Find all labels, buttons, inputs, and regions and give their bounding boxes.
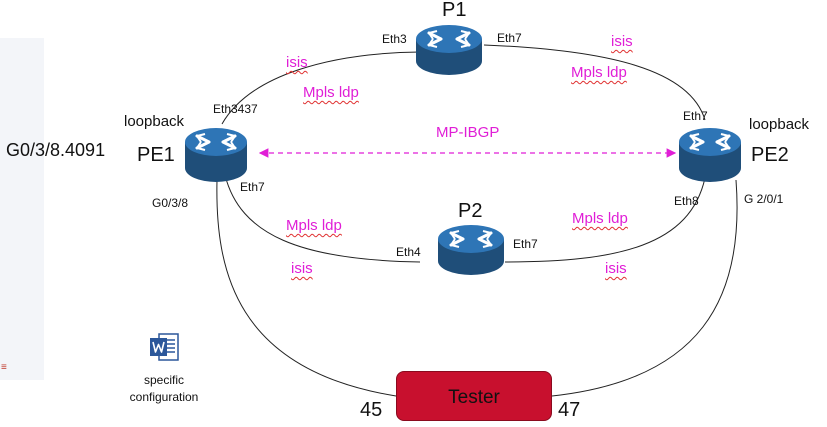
p2-pe2-ldp-label: Mpls ldp: [572, 210, 628, 227]
pe2-port-eth7: Eth7: [683, 109, 708, 123]
tester-label: Tester: [448, 387, 500, 408]
tester-box: Tester: [396, 371, 552, 421]
pe1-name: PE1: [137, 144, 175, 166]
p2-pe2-isis-label: isis: [605, 260, 627, 277]
p2-port-eth7: Eth7: [513, 237, 538, 251]
p2-port-eth4: Eth4: [396, 245, 421, 259]
p1-name: P1: [442, 0, 467, 21]
panel-mark: ≡: [1, 362, 7, 373]
p1-port-eth3: Eth3: [382, 32, 407, 46]
p2-name: P2: [458, 200, 483, 222]
pe1-p1-isis-label: isis: [286, 54, 308, 71]
link-pe1-p1: [221, 51, 421, 125]
pe2-port-g201: G 2/0/1: [744, 192, 784, 206]
link-p1-pe2: [483, 44, 706, 121]
pe2-name: PE2: [751, 144, 789, 166]
pe1-port-eth3437: Eth3437: [213, 102, 258, 116]
pe2-loopback-label: loopback: [749, 116, 810, 133]
tester-port-47: 47: [558, 399, 581, 421]
doc-caption-line1[interactable]: specific: [143, 373, 184, 387]
router-p1-icon: [416, 25, 482, 75]
doc-caption-line2[interactable]: configuration: [129, 390, 199, 404]
router-pe2-icon: [679, 128, 741, 182]
tester-port-45: 45: [360, 399, 383, 421]
pe2-port-eth8: Eth8: [674, 194, 699, 208]
word-document-icon[interactable]: [148, 331, 180, 363]
link-pe2-tester: [551, 179, 738, 397]
pe1-loopback-label: loopback: [124, 113, 185, 130]
link-p2-pe2: [504, 177, 706, 263]
pe1-p1-ldp-label: Mpls ldp: [303, 84, 359, 101]
link-pe1-p2: [224, 174, 421, 263]
router-p2-icon: [438, 225, 504, 275]
link-pe1-tester: [216, 179, 397, 397]
pe1-port-g038: G0/3/8: [152, 196, 189, 210]
p1-pe2-isis-label: isis: [611, 33, 633, 50]
pe1-subinterface-label: G0/3/8.4091: [6, 140, 106, 160]
p1-port-eth7: Eth7: [497, 31, 522, 45]
pe1-p2-ldp-label: Mpls ldp: [286, 217, 342, 234]
router-pe1-icon: [185, 128, 247, 182]
pe1-port-eth7: Eth7: [240, 180, 265, 194]
side-panel: [0, 38, 44, 380]
pe1-p2-isis-label: isis: [291, 260, 313, 277]
p1-pe2-ldp-label: Mpls ldp: [571, 64, 627, 81]
mp-ibgp-label: MP-IBGP: [436, 124, 500, 141]
